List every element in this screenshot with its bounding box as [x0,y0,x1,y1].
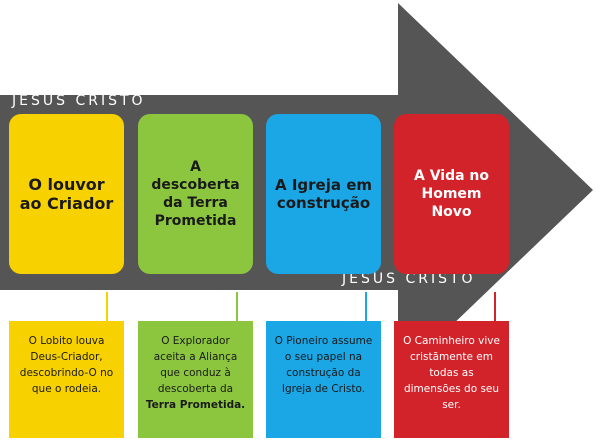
label-jesus-cristo-bottom: JESUS CRISTO [342,271,476,287]
step-box-vida: A Vida no Homem Novo [394,114,509,274]
step-description-lobito: O Lobito louva Deus-Criador, descobrindo… [9,321,124,438]
step-box-igreja: A Igreja em construção [266,114,381,274]
step-title: A descoberta da Terra Prometida [151,159,240,229]
step-box-descoberta: A descoberta da Terra Prometida [138,114,253,274]
description-text: O Caminheiro vive cristãmente em todas a… [403,335,500,411]
description-bold-text: Terra Prometida. [145,399,246,411]
connector-line [236,292,238,322]
step-title: A Vida no Homem Novo [413,168,490,220]
step-description-caminheiro: O Caminheiro vive cristãmente em todas a… [394,321,509,438]
step-title: A Igreja em construção [274,176,372,212]
connector-line [494,292,496,322]
step-description-explorador: O Explorador aceita a Aliança que conduz… [138,321,253,438]
step-box-louvor: O louvor ao Criador [9,114,124,274]
connector-line [365,292,367,322]
step-title: O louvor ao Criador [19,175,114,213]
description-text: O Pioneiro assume o seu papel na constru… [274,335,373,395]
description-text: O Lobito louva Deus-Criador, descobrindo… [19,335,114,395]
label-jesus-cristo-top: JESUS CRISTO [12,93,146,109]
description-text: O Explorador aceita a Aliança que conduz… [153,335,238,395]
connector-line [106,292,108,322]
step-description-pioneiro: O Pioneiro assume o seu papel na constru… [266,321,381,438]
